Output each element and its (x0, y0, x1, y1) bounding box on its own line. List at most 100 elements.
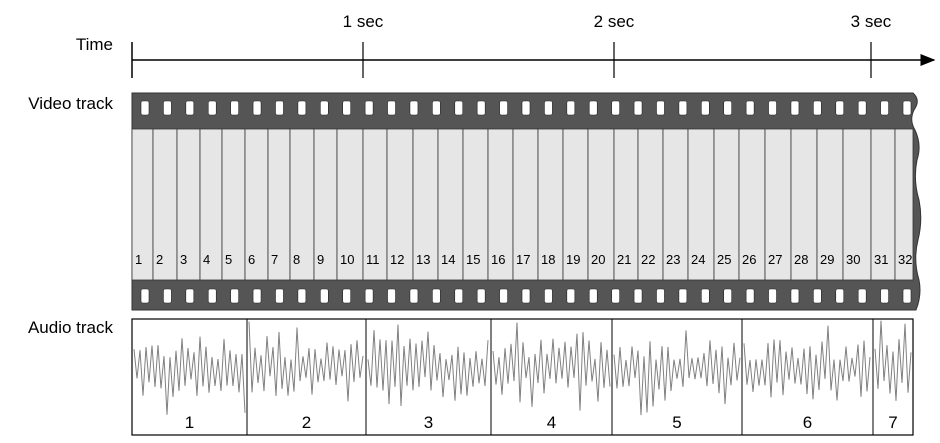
video-frame (790, 128, 818, 281)
sprocket-hole (499, 100, 508, 116)
sprocket-hole (275, 100, 284, 116)
video-frame-label: 17 (516, 252, 530, 267)
video-frame-label: 1 (135, 252, 142, 267)
sprocket-hole (857, 100, 867, 116)
video-frame-label: 3 (180, 252, 187, 267)
video-frame-label: 2 (156, 252, 163, 267)
video-frame-label: 30 (846, 252, 860, 267)
sprocket-hole (768, 288, 777, 304)
video-frame-label: 11 (366, 252, 380, 267)
sprocket-hole (633, 288, 643, 304)
sprocket-hole (700, 100, 710, 116)
sprocket-hole (364, 100, 374, 116)
sprocket-hole (521, 288, 531, 304)
sprocket-hole (588, 100, 598, 116)
sprocket-hole (656, 100, 665, 116)
audio-waveform (492, 322, 611, 411)
video-frame-label: 28 (794, 252, 808, 267)
sprocket-hole (611, 288, 620, 304)
sprocket-hole (588, 288, 598, 304)
sprocket-hole (342, 288, 352, 304)
video-frame-label: 25 (717, 252, 731, 267)
audio-segment-label: 1 (185, 413, 194, 432)
time-tick-label-1sec: 1 sec (343, 12, 384, 31)
sprocket-hole (364, 288, 374, 304)
sprocket-hole (499, 288, 508, 304)
video-frame (764, 128, 792, 281)
sprocket-row-bottom (140, 288, 912, 304)
video-frame (462, 128, 489, 281)
video-frame-label: 23 (666, 252, 680, 267)
sprocket-hole (432, 288, 441, 304)
video-frame (662, 128, 689, 281)
video-frame-label: 12 (390, 252, 404, 267)
video-frame (713, 128, 740, 281)
sprocket-hole (745, 100, 755, 116)
time-tick-label-3sec: 3 sec (851, 12, 892, 31)
audio-track-label: Audio track (28, 318, 114, 337)
video-frame (562, 128, 589, 281)
sprocket-hole (230, 288, 239, 304)
sprocket-hole (252, 100, 262, 116)
time-label: Time (76, 35, 113, 54)
audio-segment-label: 2 (302, 413, 311, 432)
video-frame-label: 6 (248, 252, 255, 267)
sprocket-hole (835, 100, 845, 116)
sprocket-hole (252, 288, 262, 304)
video-frame-label: 19 (566, 252, 580, 267)
sprocket-hole (835, 288, 845, 304)
video-frame (637, 128, 664, 281)
video-frame (487, 128, 514, 281)
sprocket-hole (230, 100, 239, 116)
sprocket-hole (409, 288, 419, 304)
video-frame-label: 4 (203, 252, 210, 267)
audio-segment-label: 6 (803, 413, 812, 432)
video-frame-label: 26 (742, 252, 756, 267)
sprocket-hole (813, 100, 822, 116)
sprocket-hole (297, 100, 307, 116)
video-frame-label: 13 (416, 252, 430, 267)
video-track-label: Video track (28, 94, 113, 113)
sprocket-hole (857, 288, 867, 304)
sprocket-hole (387, 288, 396, 304)
video-frame-label: 10 (340, 252, 354, 267)
sprocket-hole (678, 288, 688, 304)
video-frame (613, 128, 639, 281)
sprocket-hole (319, 288, 329, 304)
sprocket-hole (521, 100, 531, 116)
sprocket-hole (207, 288, 217, 304)
sprocket-hole (476, 288, 486, 304)
sprocket-hole (387, 100, 396, 116)
sprocket-hole (768, 100, 777, 116)
audio-waveform (367, 324, 489, 407)
video-frame (362, 128, 388, 281)
video-frame (152, 128, 178, 281)
video-frame-label: 14 (441, 252, 455, 267)
sprocket-hole (185, 288, 195, 304)
sprocket-hole (902, 100, 912, 116)
sprocket-hole (880, 100, 889, 116)
sprocket-hole (656, 288, 665, 304)
sprocket-hole (185, 100, 195, 116)
time-axis: Time 1 sec 2 sec 3 sec (76, 12, 936, 78)
video-frame-label: 22 (641, 252, 655, 267)
video-frame (870, 128, 896, 281)
audio-segment-label: 5 (672, 413, 681, 432)
sprocket-row-top (140, 100, 912, 116)
sprocket-hole (813, 288, 822, 304)
sprocket-hole (140, 100, 150, 116)
video-frame-label: 8 (293, 252, 300, 267)
audio-segment-label: 4 (547, 413, 556, 432)
audio-waveform (248, 321, 364, 402)
sprocket-hole (566, 100, 576, 116)
sprocket-hole (880, 288, 889, 304)
audio-track-box (131, 318, 914, 436)
sprocket-hole (723, 100, 733, 116)
video-frame-label: 15 (466, 252, 480, 267)
video-frame-label: 9 (317, 252, 324, 267)
sprocket-hole (409, 100, 419, 116)
video-frame-label: 7 (271, 252, 278, 267)
